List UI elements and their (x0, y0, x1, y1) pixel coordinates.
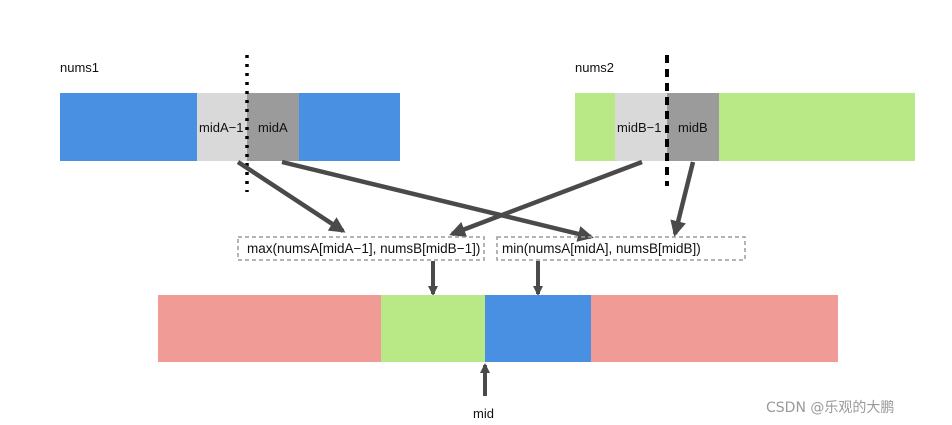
nums2-cell-midB-minus-1-label: midB−1 (617, 120, 661, 135)
min-expression-box: min(numsA[midA], numsB[midB]) (496, 236, 746, 261)
min-expression-border (496, 236, 746, 261)
nums1-label: nums1 (60, 60, 99, 75)
mid-label: mid (473, 406, 494, 421)
nums2-cell-midB-label: midB (678, 120, 708, 135)
arrow-midA-minus-1-to-max (236, 160, 346, 233)
watermark: CSDN @乐观的大鹏 (766, 400, 894, 416)
nums2-cell-midB (667, 93, 719, 161)
nums1-cell-midA-minus-1 (197, 93, 247, 161)
merged-max-cell (381, 295, 485, 362)
nums2-array: midB−1 midB (575, 55, 915, 186)
arrow-midB-minus-1-to-max (449, 159, 643, 237)
nums1-cell-midA-minus-1-label: midA−1 (199, 120, 243, 135)
arrow-midB-to-min (670, 161, 696, 237)
arrow-midA-to-min (281, 159, 594, 242)
nums2-label: nums2 (575, 60, 614, 75)
merged-array (158, 295, 838, 362)
max-expression-text: max(numsA[midA−1], numsB[midB−1]) (247, 241, 480, 256)
nums1-cell-midA-label: midA (258, 120, 288, 135)
min-expression-text: min(numsA[midA], numsB[midB]) (502, 241, 701, 256)
max-expression-box: max(numsA[midA−1], numsB[midB−1]) (237, 236, 485, 261)
nums1-cell-midA (247, 93, 299, 161)
nums2-cell-midB-minus-1 (615, 93, 667, 161)
max-expression-border (237, 236, 485, 261)
merged-min-cell (485, 295, 591, 362)
nums1-array: midA−1 midA (60, 55, 400, 192)
